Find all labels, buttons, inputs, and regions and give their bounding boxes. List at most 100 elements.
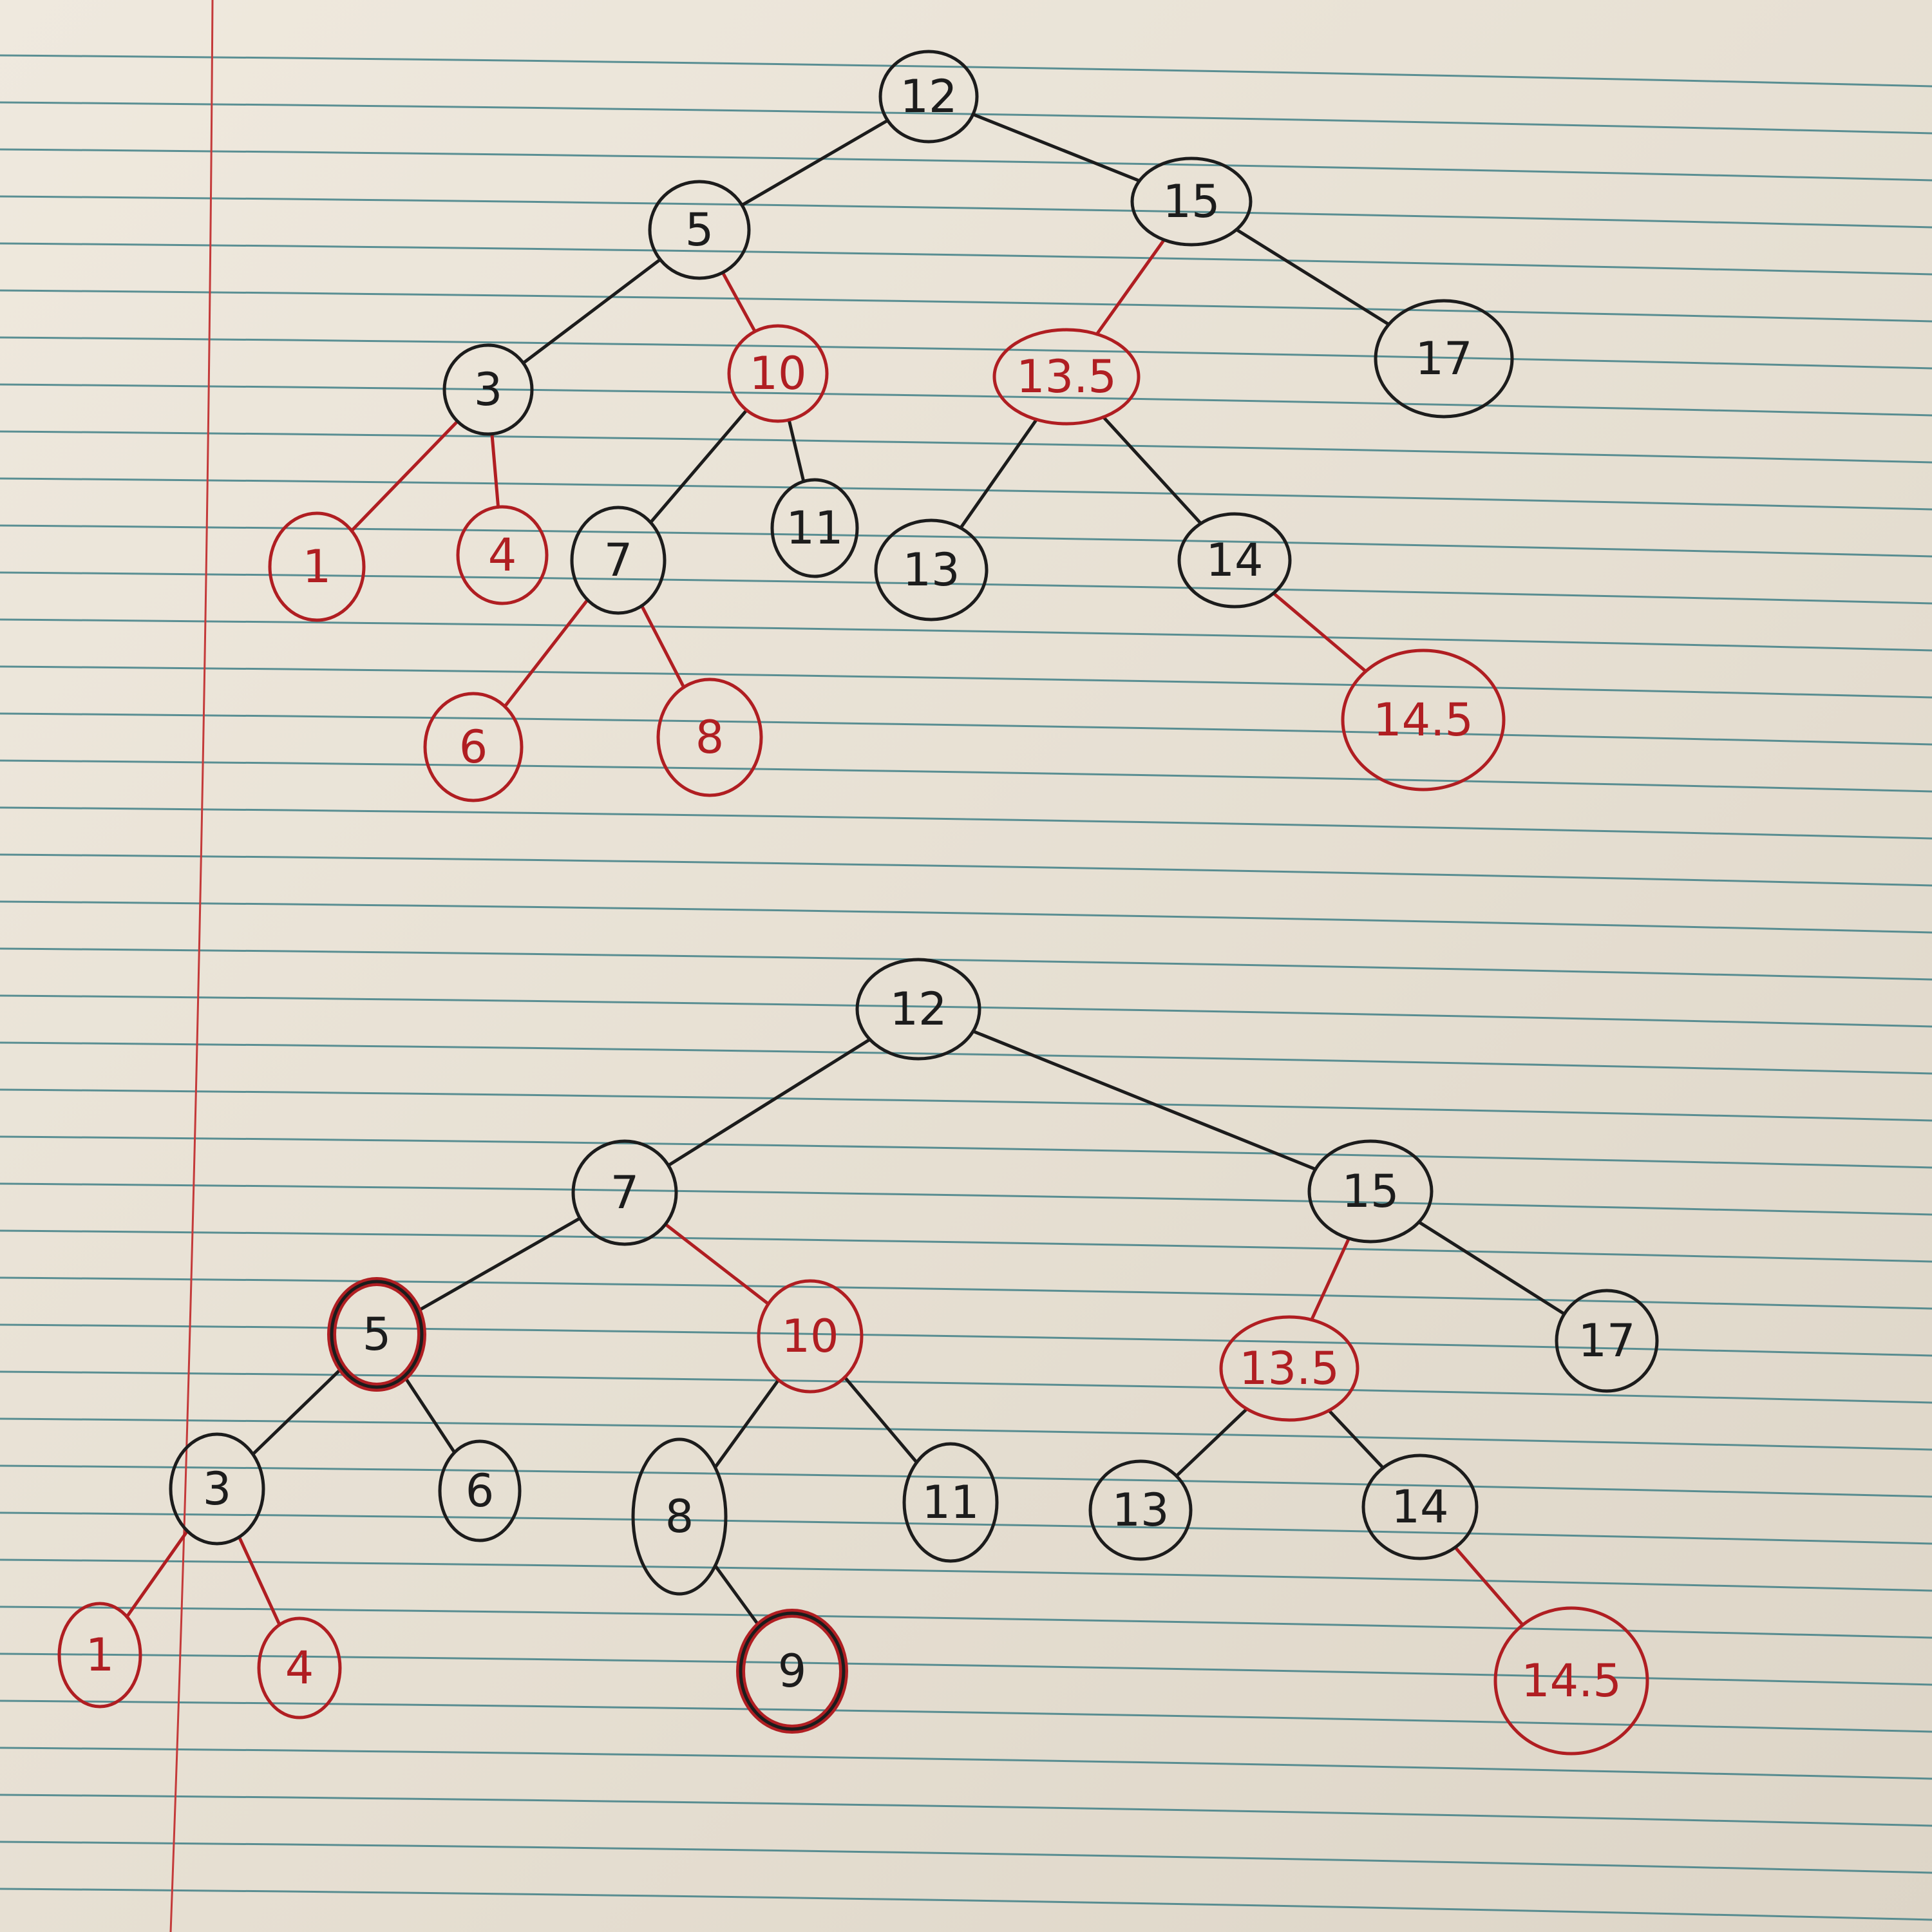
- tree-node: 6: [423, 692, 524, 802]
- node-circle: [757, 1279, 864, 1394]
- tree-edge: [251, 1366, 344, 1456]
- node-label: 12: [889, 983, 947, 1036]
- node-circle: [727, 324, 829, 423]
- node-label: 10: [781, 1310, 838, 1363]
- tree-edge: [1235, 228, 1391, 327]
- node-circle: [1177, 512, 1292, 609]
- node-label: 14: [1206, 534, 1263, 587]
- tree-node: 8: [631, 1437, 728, 1596]
- ruled-line: [0, 336, 1932, 370]
- ruled-line: [0, 1464, 1932, 1498]
- tree-node: 14.5: [1493, 1606, 1649, 1756]
- node-circle: [257, 1616, 342, 1719]
- ruled-line: [0, 1182, 1932, 1216]
- tree-node: 4: [456, 505, 549, 605]
- node-label: 13: [902, 544, 960, 596]
- node-circle: [438, 1439, 522, 1542]
- ruled-line: [0, 1605, 1932, 1639]
- tree-edge: [350, 419, 459, 533]
- node-circle: [855, 958, 981, 1061]
- node-circle: [1361, 1454, 1479, 1560]
- tree-node: 11: [770, 478, 859, 578]
- ruled-line: [0, 1229, 1932, 1263]
- tree-edge: [1327, 1408, 1385, 1470]
- tree-node: 6: [438, 1439, 522, 1542]
- tree-node: 15: [1130, 156, 1253, 247]
- node-circle: [1555, 1289, 1659, 1393]
- ruled-line: [0, 1041, 1932, 1075]
- tree-node: 14.5: [1341, 649, 1506, 791]
- node-label: 3: [474, 363, 503, 416]
- node-circle: [992, 328, 1141, 426]
- tree-node: 11: [902, 1442, 999, 1563]
- ruled-line: [0, 1323, 1932, 1357]
- ruled-line: [0, 665, 1932, 699]
- tree-node: 9: [736, 1609, 848, 1734]
- tree-edge: [721, 270, 757, 334]
- node-label: 4: [488, 529, 517, 582]
- tree-edge: [125, 1529, 189, 1618]
- tree-node: 13: [874, 518, 989, 621]
- tree-edge: [503, 598, 589, 708]
- tree-edge: [1175, 1407, 1249, 1478]
- ruled-line: [0, 148, 1932, 182]
- tree-node: 3: [169, 1432, 265, 1546]
- node-label: 11: [786, 502, 843, 554]
- node-label: 14.5: [1521, 1654, 1622, 1707]
- ruled-line: [0, 618, 1932, 652]
- tree-edge: [843, 1376, 918, 1464]
- node-label: 6: [459, 721, 488, 773]
- ruled-line: [0, 1135, 1932, 1169]
- node-label: 8: [696, 711, 724, 764]
- ruled-line: [0, 289, 1932, 323]
- ruled-line: [0, 1558, 1932, 1592]
- node-circle: [442, 343, 534, 436]
- node-circle: [1307, 1139, 1434, 1244]
- node-label: 8: [665, 1490, 694, 1543]
- tree-node: 1: [268, 511, 366, 622]
- ruled-line: [0, 806, 1932, 840]
- ruled-line: [0, 759, 1932, 793]
- ruled-line: [0, 571, 1932, 605]
- ruled-line: [0, 1653, 1932, 1686]
- node-circle: [423, 692, 524, 802]
- node-label: 17: [1578, 1314, 1635, 1367]
- ruled-line: [0, 1841, 1932, 1874]
- node-label: 7: [604, 534, 633, 587]
- tree-edge: [663, 1222, 770, 1306]
- node-circle: [570, 506, 667, 615]
- margin-line: [169, 0, 214, 1932]
- tree-node: 5: [648, 180, 751, 280]
- node-label: 15: [1341, 1165, 1399, 1218]
- tree-edge: [959, 417, 1039, 530]
- tree-node: 14: [1177, 512, 1292, 609]
- ruled-line: [0, 1747, 1932, 1780]
- tree-node: 13.5: [1219, 1315, 1359, 1422]
- node-circle: [1341, 649, 1506, 791]
- tree-edge: [1095, 238, 1166, 336]
- tree-node: 10: [757, 1279, 864, 1394]
- tree-node: 8: [656, 677, 763, 797]
- node-circle: [571, 1139, 678, 1246]
- ruled-line: [0, 1088, 1932, 1122]
- node-label: 15: [1162, 175, 1220, 228]
- node-circle: [631, 1437, 728, 1596]
- node-circle: [1493, 1606, 1649, 1756]
- tree-edge: [415, 1217, 582, 1313]
- tree-node: 13.5: [992, 328, 1141, 426]
- tree-node: 7: [570, 506, 667, 615]
- ruled-line: [0, 994, 1932, 1028]
- tree-edge: [522, 258, 662, 365]
- ruled-line: [0, 1370, 1932, 1404]
- ruled-line: [0, 477, 1932, 511]
- ruled-line: [0, 195, 1932, 229]
- tree-edge: [1310, 1236, 1351, 1321]
- node-circle: [648, 180, 751, 280]
- tree-edge: [1271, 591, 1368, 673]
- node-circle: [1130, 156, 1253, 247]
- tree-edge: [1101, 415, 1203, 526]
- node-label: 13.5: [1239, 1342, 1340, 1395]
- node-label: 12: [900, 70, 957, 123]
